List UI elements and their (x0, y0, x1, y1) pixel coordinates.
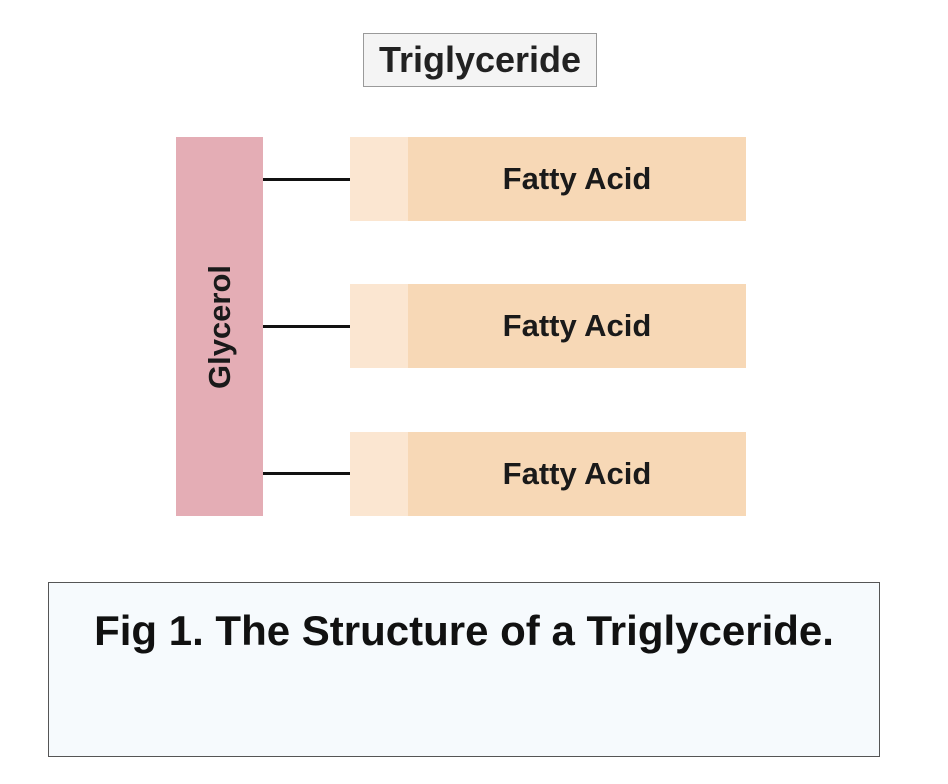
fatty-acid-chain-3: Fatty Acid (350, 432, 746, 516)
ester-bond-3 (263, 472, 350, 475)
glycerol-backbone: Glycerol (176, 137, 263, 516)
diagram-title-text: Triglyceride (378, 39, 582, 80)
ester-bond-2 (263, 325, 350, 328)
glycerol-label: Glycerol (201, 264, 237, 389)
fatty-acid-label-3: Fatty Acid (502, 456, 652, 491)
fatty-acid-head-3 (350, 432, 408, 516)
fatty-acid-chain-2: Fatty Acid (350, 284, 746, 368)
fatty-acid-chain-1: Fatty Acid (350, 137, 746, 221)
ester-bond-1 (263, 178, 350, 181)
fatty-acid-label-2: Fatty Acid (502, 308, 652, 343)
fatty-acid-head-1 (350, 137, 408, 221)
figure-caption: Fig 1. The Structure of a Triglyceride. (94, 607, 834, 654)
diagram-title: Triglyceride (363, 33, 597, 87)
fatty-acid-label-1: Fatty Acid (502, 161, 652, 196)
fatty-acid-head-2 (350, 284, 408, 368)
figure-caption-box: Fig 1. The Structure of a Triglyceride. (48, 582, 880, 757)
